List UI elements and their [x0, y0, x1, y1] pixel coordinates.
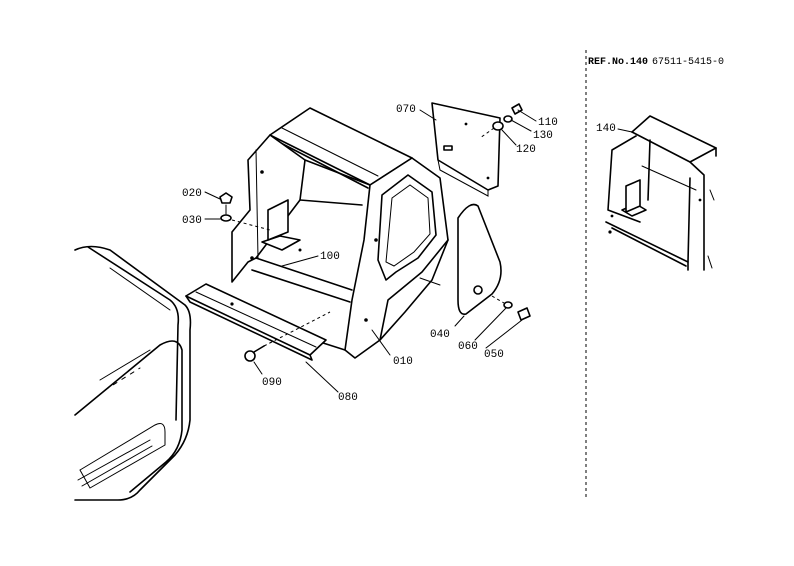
callout-100: 100 — [320, 251, 340, 263]
engine-hood — [74, 245, 192, 501]
callout-070: 070 — [396, 104, 416, 116]
frame-010 — [231, 107, 449, 359]
callout-050-label: 050 — [484, 349, 504, 361]
callout-030: 030 — [182, 215, 202, 227]
callout-090: 090 — [262, 377, 282, 389]
crossmember-080 — [185, 283, 327, 361]
callout-010: 010 — [393, 356, 413, 368]
callout-080: 080 — [338, 392, 358, 404]
reference-inset-140 — [605, 115, 717, 271]
callout-040: 040 — [430, 329, 450, 341]
callout-020: 020 — [182, 188, 202, 200]
side-panel-040 — [419, 203, 502, 316]
bolt-090 — [244, 311, 331, 362]
callout-110: 110 — [538, 117, 558, 129]
callout-060: 060 — [458, 341, 478, 353]
callout-140: 140 — [596, 123, 616, 135]
reference-label: REF.No.140 — [588, 57, 648, 68]
reference-part-number: 67511-5415-0 — [652, 57, 724, 68]
bolt-050-washer-060 — [491, 295, 531, 321]
hardware-110-120-130 — [479, 103, 523, 139]
bolt-020-washer-030 — [219, 192, 271, 231]
panel-070 — [431, 102, 501, 197]
callout-130: 130 — [533, 130, 553, 142]
callout-120: 120 — [516, 144, 536, 156]
